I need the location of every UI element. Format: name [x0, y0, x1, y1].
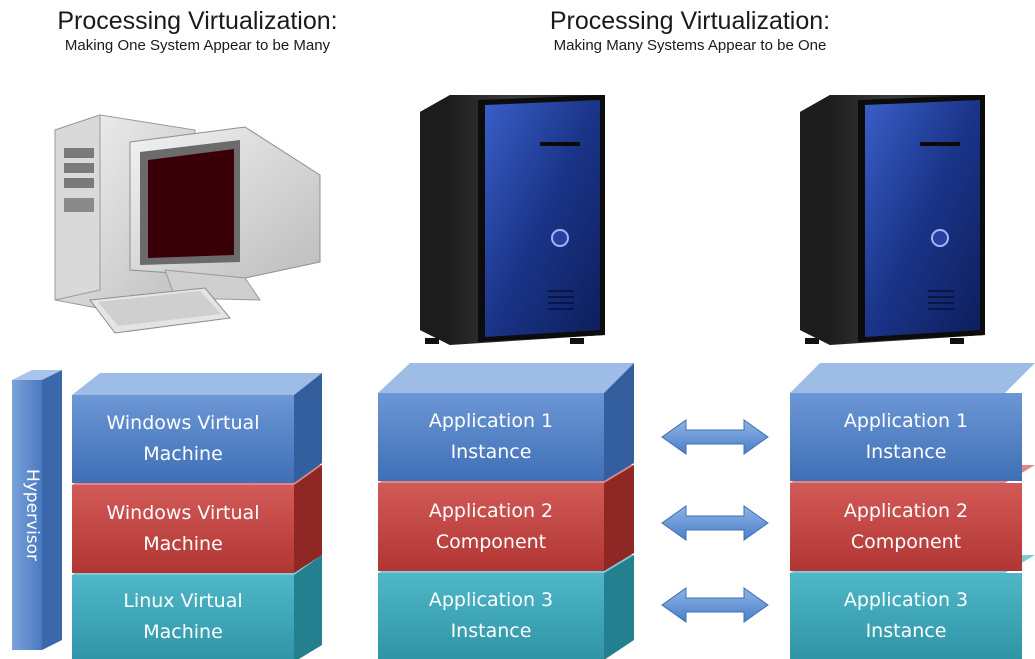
server-b-block-1: [790, 363, 1035, 481]
left-heading-title: Processing Virtualization:: [57, 7, 338, 35]
hypervisor-bar: [12, 370, 62, 650]
server-a-label-3: Application 3 Instance: [428, 589, 554, 642]
left-block-label-1: Windows Virtual Machine: [106, 412, 260, 465]
hypervisor-label: Hypervisor: [12, 380, 52, 650]
left-block-label-3: Linux Virtual Machine: [123, 590, 243, 643]
desktop-computer-icon: [54, 114, 321, 334]
left-block-label-2: Windows Virtual Machine: [106, 502, 260, 555]
server-a-label-1: Application 1 Instance: [428, 410, 554, 463]
tower-server-icon: [800, 95, 985, 345]
server-a-label-2: Application 2 Component: [428, 500, 554, 553]
left-block-windows-2: [72, 465, 322, 573]
server-a-block-2: [378, 465, 634, 571]
left-block-windows-1: [72, 373, 322, 483]
server-b-label-1: Application 1 Instance: [843, 410, 969, 463]
right-heading-subtitle: Making Many Systems Appear to be One: [553, 37, 827, 54]
server-b-label-3: Application 3 Instance: [843, 589, 969, 642]
right-heading: Processing Virtualization: Making Many S…: [460, 6, 920, 55]
double-arrow-icon: [661, 505, 769, 541]
right-heading-title: Processing Virtualization:: [549, 7, 831, 35]
server-a-block-1: [378, 363, 634, 481]
left-heading: Processing Virtualization: Making One Sy…: [15, 6, 380, 55]
tower-server-icon: [420, 95, 605, 345]
double-arrow-icon: [661, 419, 769, 455]
hypervisor-text: Hypervisor: [22, 468, 42, 562]
server-b-label-2: Application 2 Component: [843, 500, 969, 553]
double-arrow-icon: [661, 587, 769, 623]
left-heading-subtitle: Making One System Appear to be Many: [64, 37, 331, 54]
